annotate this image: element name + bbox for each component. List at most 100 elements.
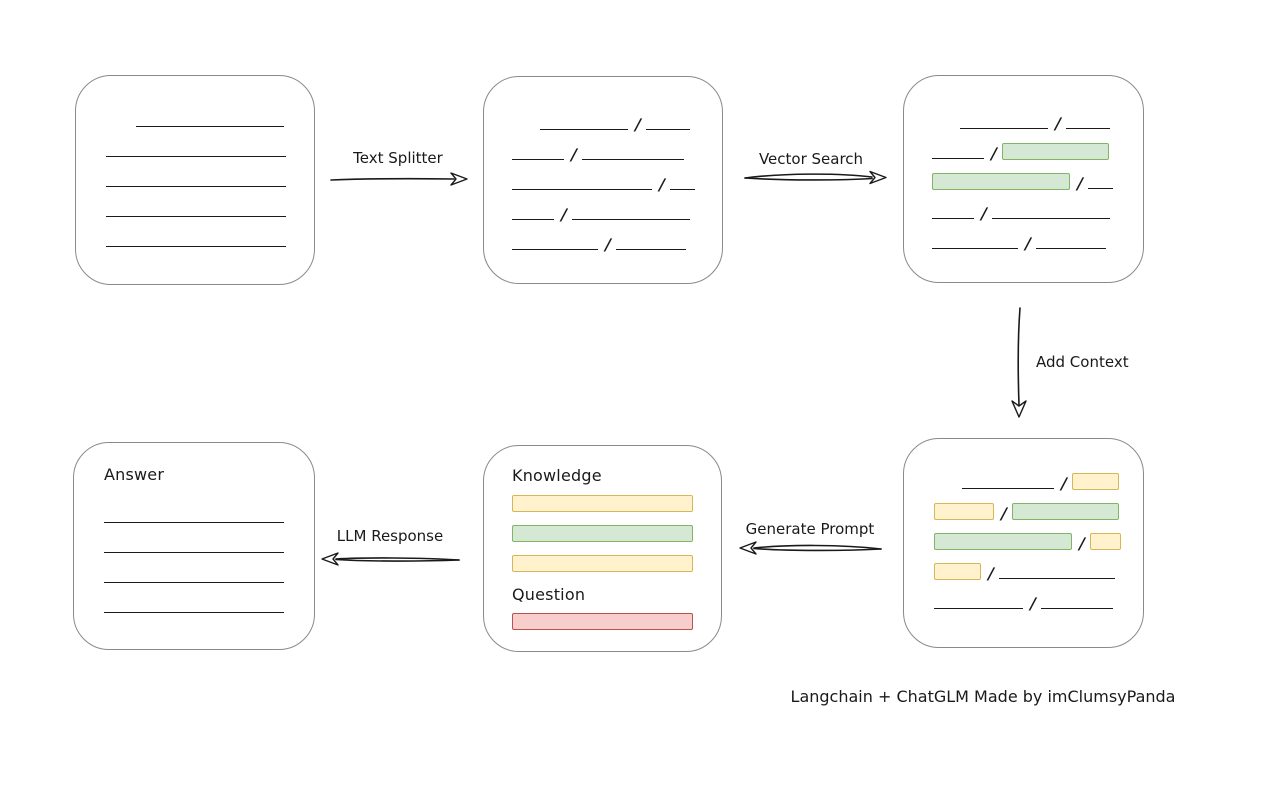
knowledge-heading: Knowledge [512,466,602,485]
text-row [104,596,284,614]
diagram-caption: Langchain + ChatGLM Made by imClumsyPand… [790,687,1176,706]
slash-separator: / [602,235,613,254]
split-chunks-box: / / / / / [483,76,723,284]
add-context-label: Add Context [1036,353,1129,371]
llm-response-label: LLM Response [336,527,444,545]
text-line [106,186,286,187]
slash-separator: / [978,204,989,223]
text-line [960,128,1048,129]
text-line [104,612,284,613]
text-row [104,536,284,554]
yellow-bar [512,495,693,512]
text-row [106,140,286,158]
llm-response-arrow-icon [321,552,460,566]
green-highlight [932,173,1070,190]
text-row [106,230,286,248]
text-row: / [512,173,695,194]
slash-separator: / [558,205,569,224]
generate-prompt-arrow-icon [739,541,882,555]
text-row: / [932,232,1115,253]
green-highlight [1001,143,1109,160]
text-line [512,249,598,250]
slash-separator: / [985,564,996,583]
text-row [106,170,286,188]
text-row [104,566,284,584]
yellow-highlight [1089,533,1121,550]
text-line [571,219,690,220]
document-lines [106,110,286,260]
context-lines: ///// [934,472,1121,622]
text-line [932,248,1018,249]
text-line [1065,128,1110,129]
text-line [106,156,286,157]
text-row [106,110,284,128]
text-line [540,129,628,130]
yellow-highlight [1071,473,1119,490]
red-bar [512,613,693,630]
spacer [932,129,960,130]
text-line [106,246,286,247]
slash-separator: / [988,144,999,163]
question-bars [512,613,693,630]
text-row: / [512,203,694,224]
add-context-arrow-icon [1011,307,1027,418]
text-line [962,488,1054,489]
slash-separator: / [568,145,579,164]
text-line [512,159,564,160]
text-line [104,522,284,523]
text-line [1035,248,1106,249]
spacer [106,127,136,128]
yellow-highlight [934,503,994,520]
text-line [991,218,1110,219]
text-line [932,158,984,159]
text-line [1087,188,1113,189]
source-document-box [75,75,315,285]
text-row: / [512,143,694,164]
text-line [932,218,974,219]
context-chunks-box: ///// [903,438,1144,648]
chunk-lines: / / / / / [512,113,695,263]
knowledge-bars [512,495,693,572]
vector-search-arrow-icon [744,170,887,185]
vector-search-label: Vector Search [758,150,864,168]
generate-prompt-label: Generate Prompt [745,520,875,538]
green-highlight [934,533,1072,550]
answer-box: Answer [73,442,315,650]
slash-separator: / [656,175,667,194]
slash-separator: / [632,115,643,134]
slash-separator: / [1074,174,1085,193]
green-bar [512,525,693,542]
text-row [106,200,286,218]
text-row: / [932,172,1115,193]
text-row [104,506,284,524]
text-line [998,578,1115,579]
yellow-bar [512,555,693,572]
text-splitter-arrow-icon [330,172,468,186]
text-line [104,582,284,583]
spacer [512,130,540,131]
slash-separator: / [1052,114,1063,133]
green-highlight [1011,503,1119,520]
answer-lines [104,506,284,626]
text-row: / [932,142,1115,163]
text-line [104,552,284,553]
answer-heading: Answer [104,465,165,484]
text-row: / [932,112,1115,133]
text-line [1040,608,1113,609]
text-line [512,189,652,190]
vector-match-lines: / / / / / [932,112,1115,262]
text-row: / [512,233,694,254]
slash-separator: / [1058,474,1069,493]
yellow-highlight [934,563,981,580]
text-line [106,216,286,217]
text-line [581,159,684,160]
text-row: / [512,113,694,134]
text-line [669,189,695,190]
text-line [136,126,284,127]
question-heading: Question [512,585,586,604]
text-line [645,129,690,130]
text-row: / [932,202,1115,223]
prompt-box: Knowledge Question [483,445,722,652]
text-line [615,249,686,250]
